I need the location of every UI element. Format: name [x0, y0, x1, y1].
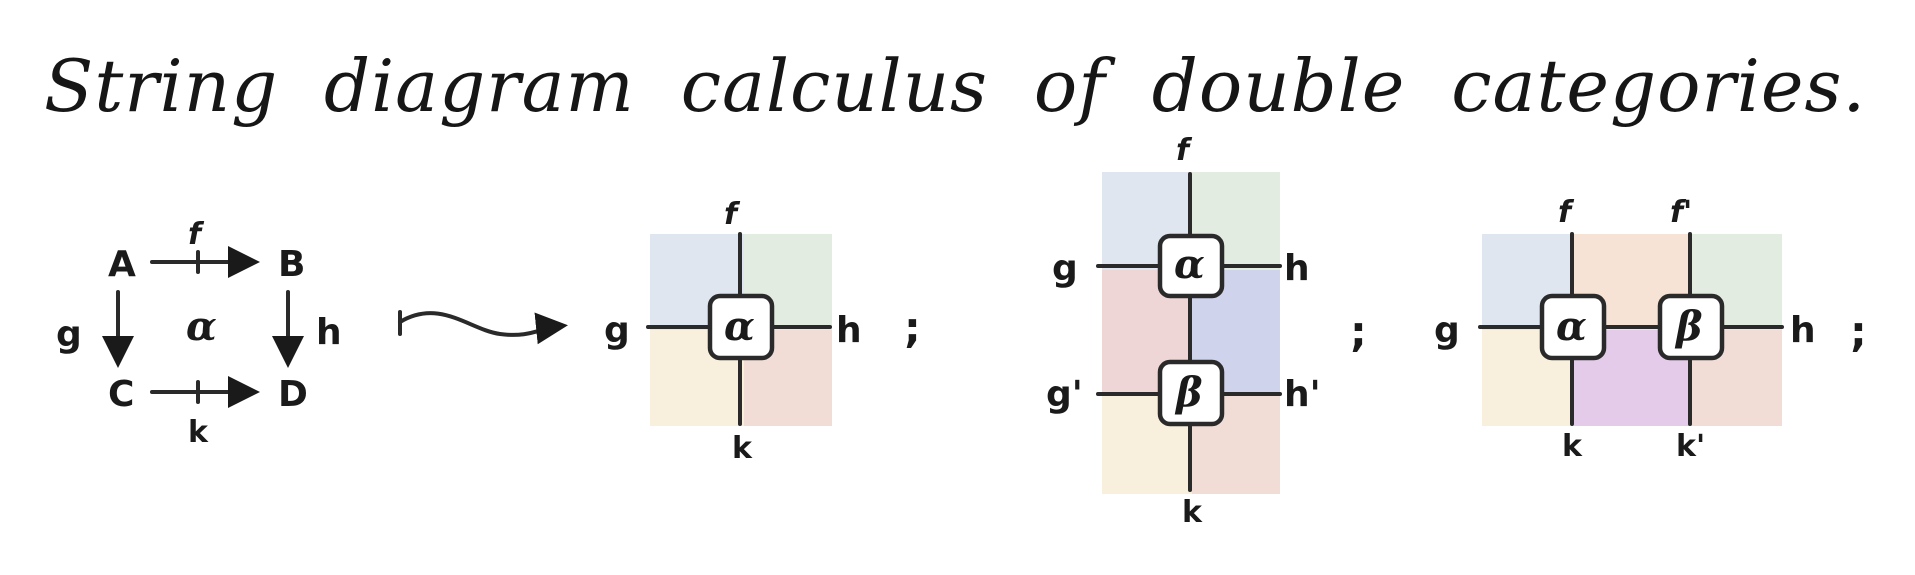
- string-diagram-vertical: α β f k g h g' h': [1046, 133, 1321, 530]
- cell-alpha: α: [1556, 303, 1587, 350]
- cell-beta: β: [1174, 369, 1203, 416]
- cell-box-alpha: [1157, 233, 1225, 299]
- label-top-f: f: [724, 197, 741, 232]
- label-bottom-k: k: [1562, 429, 1583, 464]
- label-bottom-k-prime: k': [1676, 429, 1705, 464]
- string-diagram-horizontal: α β f f' k k' g h: [1434, 195, 1816, 464]
- label-top-f-prime: f': [1670, 195, 1692, 230]
- label-right-h: h: [836, 310, 862, 351]
- label-g: g: [56, 314, 82, 355]
- object-a: A: [108, 244, 136, 285]
- label-left-g: g: [1434, 310, 1460, 351]
- label-right-h: h: [1790, 310, 1816, 351]
- cell-beta: β: [1674, 303, 1703, 350]
- label-bottom-k: k: [732, 431, 753, 466]
- cell-box-beta: [1657, 293, 1725, 361]
- object-d: D: [278, 374, 308, 415]
- label-right-h: h: [1284, 248, 1310, 289]
- separator-2: ;: [1350, 307, 1367, 356]
- object-c: C: [108, 374, 134, 415]
- cell-box-alpha: [1539, 293, 1607, 361]
- label-left-g: g: [1052, 248, 1078, 289]
- label-bottom-k: k: [1182, 495, 1203, 530]
- object-b: B: [278, 244, 305, 285]
- label-h: h: [316, 312, 342, 353]
- label-f: f: [188, 217, 205, 252]
- double-cell-square: A B C D f k g h α: [56, 217, 342, 450]
- label-top-f: f: [1176, 133, 1193, 168]
- cell-box-alpha: [707, 293, 775, 361]
- page-title: String diagram calculus of double catego…: [44, 44, 1867, 128]
- label-left-g-prime: g': [1046, 374, 1083, 415]
- label-right-h-prime: h': [1284, 374, 1321, 415]
- cell-box-beta: [1157, 359, 1225, 427]
- label-top-f: f: [1558, 195, 1575, 230]
- separator-3: ;: [1850, 307, 1867, 356]
- cell-alpha: α: [1174, 241, 1205, 288]
- squiggle-arrow: [398, 311, 568, 345]
- separator-1: ;: [904, 303, 921, 352]
- cell-alpha: α: [724, 303, 755, 350]
- cell-alpha: α: [186, 303, 217, 350]
- label-left-g: g: [604, 310, 630, 351]
- string-diagram-single: α f k g h: [604, 197, 862, 466]
- mapsto-arrow: [398, 310, 568, 345]
- label-k: k: [188, 415, 209, 450]
